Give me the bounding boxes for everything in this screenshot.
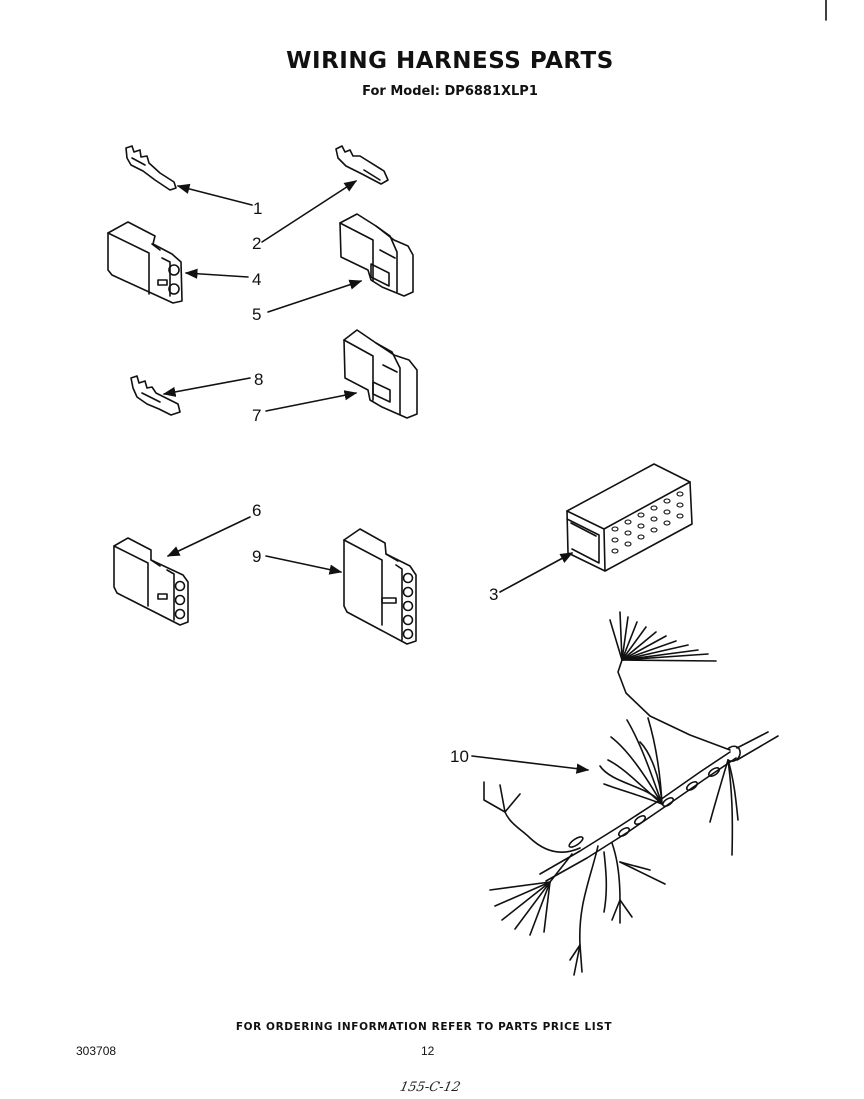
page-title: WIRING HARNESS PARTS: [286, 48, 614, 74]
connector-part-6: [113, 537, 189, 626]
leader-lines: [162, 180, 590, 774]
block-connector-part-3: [566, 463, 693, 572]
callout-7: 7: [252, 406, 261, 425]
callout-6: 6: [252, 501, 261, 520]
callout-labels: 1 2 3 4 5 6 7 8 9 10: [252, 199, 498, 766]
connector-part-4: [107, 221, 183, 304]
terminal-part-1: [125, 145, 177, 191]
ordering-info-note: FOR ORDERING INFORMATION REFER TO PARTS …: [235, 1021, 613, 1033]
model-subtitle: For Model: DP6881XLP1: [362, 84, 538, 99]
terminal-part-2: [335, 145, 389, 185]
terminal-part-8: [130, 375, 181, 416]
callout-1: 1: [253, 199, 262, 218]
callout-3: 3: [489, 585, 498, 604]
wiring-harness-part-10: [483, 611, 779, 976]
callout-4: 4: [252, 270, 261, 289]
handwritten-note: 155-C-12: [398, 1080, 462, 1095]
page-number: 12: [421, 1044, 435, 1058]
callout-2: 2: [252, 234, 261, 253]
callout-5: 5: [252, 305, 261, 324]
callout-10: 10: [450, 747, 469, 766]
connector-part-9: [343, 528, 417, 645]
document-number: 303708: [76, 1044, 117, 1058]
callout-9: 9: [252, 547, 261, 566]
housing-part-5: [339, 213, 414, 297]
callout-8: 8: [254, 370, 263, 389]
housing-part-7: [343, 329, 418, 419]
